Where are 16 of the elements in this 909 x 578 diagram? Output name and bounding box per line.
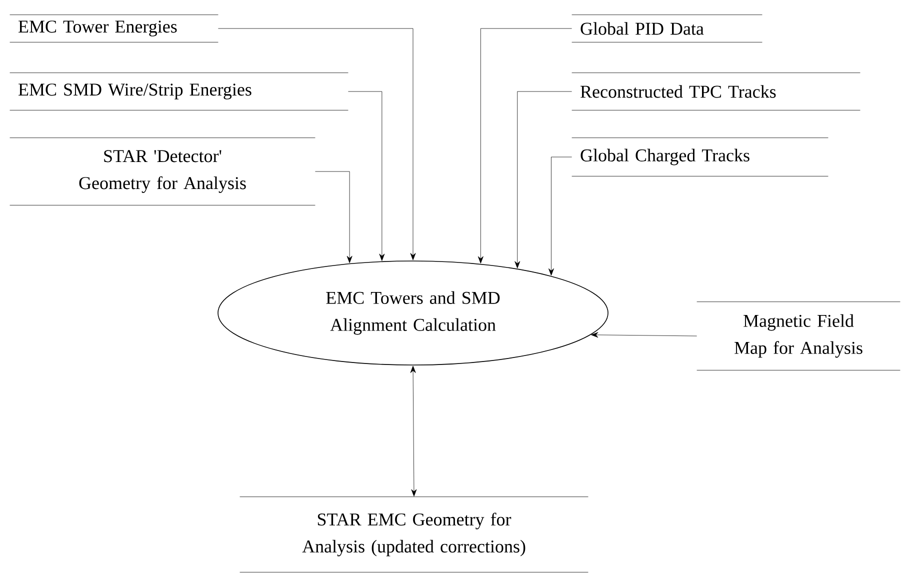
arrow bbox=[410, 366, 417, 496]
data-store: Global PID Data bbox=[572, 14, 762, 42]
data-store: EMC Tower Energies bbox=[10, 14, 218, 42]
data-store: Global Charged Tracks bbox=[572, 138, 828, 176]
arrow bbox=[478, 28, 572, 264]
arrow bbox=[348, 91, 385, 261]
arrow bbox=[514, 91, 572, 268]
arrow bbox=[315, 171, 352, 264]
arrow bbox=[218, 28, 416, 260]
arrow bbox=[548, 156, 572, 276]
data-store: EMC SMD Wire/Strip Energies bbox=[10, 72, 348, 110]
data-store: Reconstructed TPC Tracks bbox=[572, 72, 860, 110]
arrow bbox=[591, 332, 698, 338]
data-store: Magnetic Field Map for Analysis bbox=[696, 302, 900, 370]
data-store: STAR 'Detector' Geometry for Analysis bbox=[10, 138, 316, 206]
data-store: STAR EMC Geometry for Analysis (updated corrections) bbox=[240, 496, 588, 572]
